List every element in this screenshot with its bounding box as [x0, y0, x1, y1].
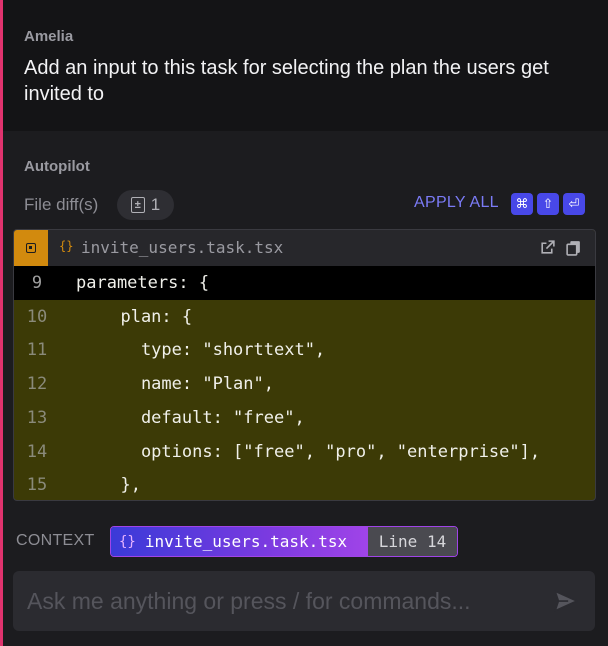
line-number: 15 — [26, 475, 48, 496]
context-file-type-icon: {} — [119, 533, 136, 550]
context-label: CONTEXT — [16, 532, 95, 549]
line-number: 11 — [26, 340, 48, 361]
collapse-diff-button[interactable] — [14, 230, 48, 266]
code-text: name: "Plan", — [100, 374, 274, 395]
user-message: Amelia Add an input to this task for sel… — [3, 0, 608, 131]
context-line-number: Line 14 — [368, 527, 457, 556]
code-line: 11 type: "shorttext", — [14, 333, 595, 367]
send-icon[interactable] — [553, 588, 579, 614]
file-diff-header: {} invite_users.task.tsx — [14, 230, 595, 266]
context-file-name: invite_users.task.tsx — [144, 532, 348, 551]
file-diffs-count-badge: ± 1 — [117, 190, 174, 220]
command-key-icon: ⌘ — [511, 193, 533, 215]
file-diffs-label: File diff(s) — [24, 195, 99, 214]
context-file-chip[interactable]: {} invite_users.task.tsx Line 14 — [110, 526, 458, 557]
context-bar: CONTEXT {} invite_users.task.tsx Line 14 — [3, 514, 608, 570]
code-text: plan: { — [100, 306, 193, 327]
context-file-chip-main: {} invite_users.task.tsx — [111, 527, 368, 556]
line-number: 14 — [26, 441, 48, 462]
assistant-sender-name: Autopilot — [24, 158, 90, 175]
code-text: options: ["free", "pro", "enterprise"], — [100, 441, 541, 462]
open-external-icon[interactable] — [539, 239, 556, 256]
code-text: }, — [100, 475, 141, 496]
line-number: 9 — [31, 273, 43, 293]
code-line: 12 name: "Plan", — [14, 367, 595, 401]
file-diff-card: {} invite_users.task.tsx 9 parameters: { 1… — [13, 229, 596, 501]
code-line: 14 options: ["free", "pro", "enterprise"… — [14, 435, 595, 469]
code-line: 15 }, — [14, 468, 595, 500]
apply-all-button[interactable]: APPLY ALL — [414, 194, 499, 211]
prompt-input[interactable] — [13, 571, 543, 631]
line-number: 12 — [26, 374, 48, 395]
file-diffs-count: 1 — [150, 195, 161, 214]
enter-key-icon: ⏎ — [563, 193, 585, 215]
user-sender-name: Amelia — [24, 28, 74, 45]
code-line: 9 parameters: { — [14, 266, 595, 300]
copy-icon[interactable] — [565, 239, 582, 256]
shift-key-icon: ⇧ — [537, 193, 559, 215]
code-text: default: "free", — [100, 407, 305, 428]
file-type-icon: {} — [59, 239, 74, 253]
collapse-icon — [26, 243, 36, 253]
line-number: 10 — [26, 306, 48, 327]
composer — [13, 571, 595, 631]
command-key-glyph: ⌘ — [515, 196, 529, 211]
code-text: type: "shorttext", — [100, 340, 326, 361]
code-line: 13 default: "free", — [14, 401, 595, 435]
shift-key-glyph: ⇧ — [542, 196, 554, 211]
line-number: 13 — [26, 407, 48, 428]
diff-file-name: invite_users.task.tsx — [81, 238, 284, 257]
user-message-text: Add an input to this task for selecting … — [24, 57, 549, 105]
code-line: 10 plan: { — [14, 300, 595, 334]
enter-key-glyph: ⏎ — [568, 196, 580, 211]
diff-file-icon: ± — [130, 197, 145, 213]
code-text: parameters: { — [76, 273, 210, 293]
